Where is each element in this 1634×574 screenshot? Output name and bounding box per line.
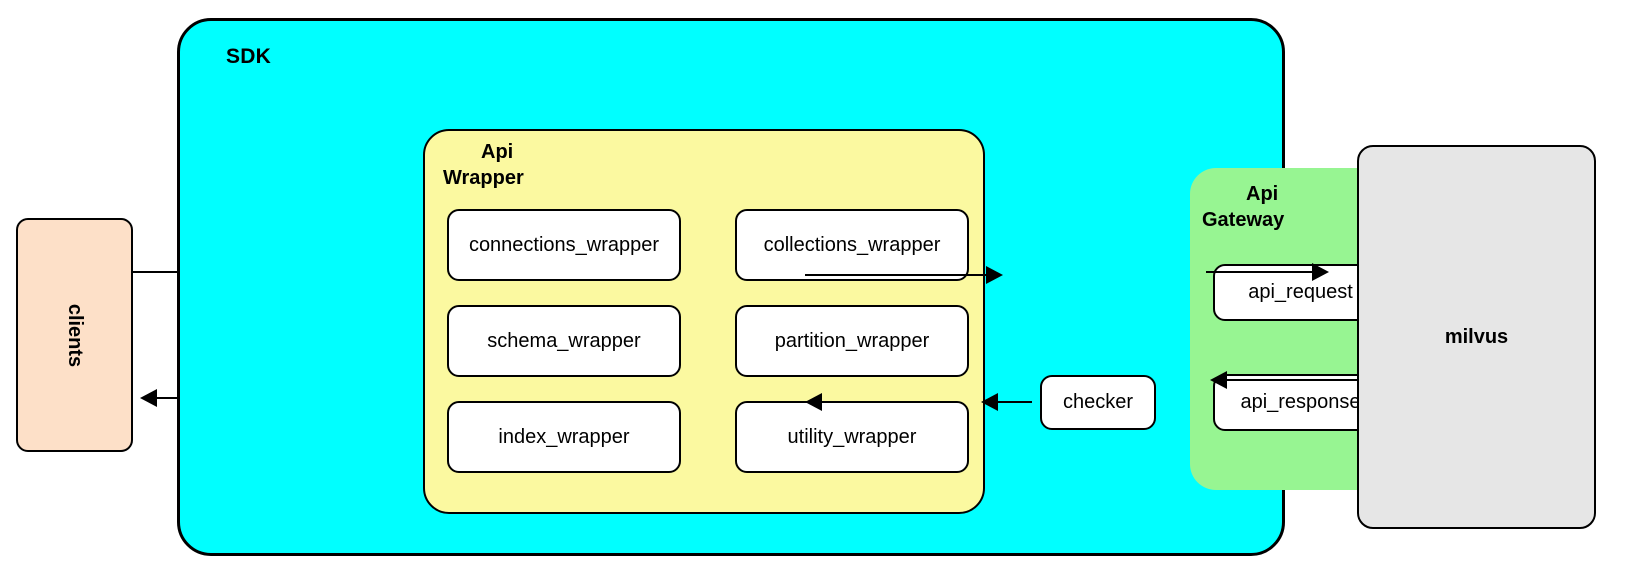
arrowhead-milvus-to-api-response [1210,371,1227,389]
connections-wrapper-label: connections_wrapper [468,233,660,256]
sdk-label: SDK [226,45,271,68]
api-wrapper-label: Api Wrapper [443,140,633,191]
api-gateway-label-line2: Gateway [1202,208,1285,231]
api-wrapper-label-line2: Wrapper [443,166,524,189]
arrowhead-api-response-to-checker [981,393,998,411]
utility-wrapper-label: utility_wrapper [787,425,917,448]
index-wrapper-node[interactable]: index_wrapper [447,401,681,473]
connector-checker-to-api-wrapper [813,401,867,403]
clients-label: clients [63,303,86,367]
utility-wrapper-node[interactable]: utility_wrapper [735,401,969,473]
api-response-label: api_response [1240,391,1361,413]
api-wrapper-container: Api Wrapper connections_wrapper collecti… [423,129,985,514]
arrowhead-api-request-to-milvus [1312,263,1329,281]
connector-milvus-to-api-response [1218,379,1357,381]
collections-wrapper-label: collections_wrapper [763,233,941,256]
arrowhead-checker-to-api-wrapper [805,393,822,411]
arrowhead-api-wrapper-to-clients [140,389,157,407]
milvus-label: milvus [1444,325,1509,348]
schema-wrapper-label: schema_wrapper [487,329,641,352]
arrowhead-api-wrapper-to-api-request [986,266,1003,284]
connector-api-request-to-milvus [1206,271,1326,273]
connector-api-response-to-checker [989,401,1032,403]
api-gateway-label-line1: Api [1246,183,1279,205]
collections-wrapper-node[interactable]: collections_wrapper [735,209,969,281]
connector-api-wrapper-to-api-request [805,274,995,276]
clients-node[interactable]: clients [16,218,133,452]
connections-wrapper-node[interactable]: connections_wrapper [447,209,681,281]
checker-node[interactable]: checker [1040,375,1156,430]
checker-label: checker [1062,391,1134,413]
partition-wrapper-label: partition_wrapper [774,329,930,352]
index-wrapper-label: index_wrapper [498,425,630,448]
api-wrapper-label-line1: Api [481,141,514,163]
sdk-container: SDK Api Wrapper connections_wrapper coll… [177,18,1417,556]
schema-wrapper-node[interactable]: schema_wrapper [447,305,681,377]
partition-wrapper-node[interactable]: partition_wrapper [735,305,969,377]
milvus-node[interactable]: milvus [1357,145,1596,529]
api-request-label: api_request [1248,281,1353,303]
api-gateway-label: Api Gateway [1202,182,1392,233]
